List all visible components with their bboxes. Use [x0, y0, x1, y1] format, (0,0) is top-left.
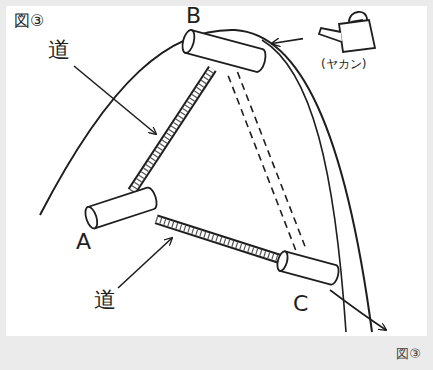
cylinder-c: C [275, 250, 341, 286]
cylinder-body [83, 186, 159, 230]
node-label: (ヤカン) [321, 58, 366, 71]
dashed-line [238, 72, 305, 246]
figure-caption: 図③ [396, 347, 421, 361]
road-hatch [156, 219, 279, 258]
cylinder-a: A [82, 188, 160, 228]
cylinder-b: B [178, 30, 270, 72]
leader-arrow [118, 238, 172, 288]
cylinder-body [180, 29, 267, 74]
arrow-connector [272, 39, 303, 44]
road-label: 道 [94, 288, 116, 312]
cylinder-side [88, 186, 159, 228]
cylinder-end [83, 205, 100, 229]
road-surface [156, 219, 279, 258]
road [132, 69, 212, 192]
road-hatch [132, 69, 212, 192]
road [156, 219, 279, 258]
node-label: C [293, 292, 308, 316]
cylinder-end [276, 250, 290, 272]
node-label: B [186, 4, 201, 28]
road-surface [132, 69, 212, 192]
cylinder-body [276, 250, 341, 285]
cylinder-side [280, 251, 341, 285]
kettle-lid [351, 20, 363, 22]
road-edge [132, 69, 212, 192]
node-shape [305, 8, 385, 56]
node-shape [82, 188, 160, 228]
road-edge [156, 219, 279, 258]
road-label: 道 [48, 38, 70, 62]
node-label: A [76, 230, 91, 254]
dashed-line [228, 76, 295, 250]
dashed-link [228, 72, 305, 250]
arrow-line [272, 39, 303, 44]
kettle-handle [349, 12, 367, 22]
kettle-spout [319, 28, 342, 42]
kettle: (ヤカン) [305, 8, 385, 56]
node-shape [178, 30, 270, 72]
kettle-body [339, 20, 375, 52]
cylinder-side [185, 30, 267, 73]
flow-arrow [330, 290, 386, 330]
node-shape [275, 250, 341, 286]
mountain-inner-line [262, 40, 346, 332]
leader-arrow [74, 66, 156, 134]
kettle-drawing [319, 12, 375, 52]
figure-title: 図③ [14, 12, 44, 30]
cylinder-end [180, 29, 196, 54]
mountain-outline [40, 30, 372, 332]
